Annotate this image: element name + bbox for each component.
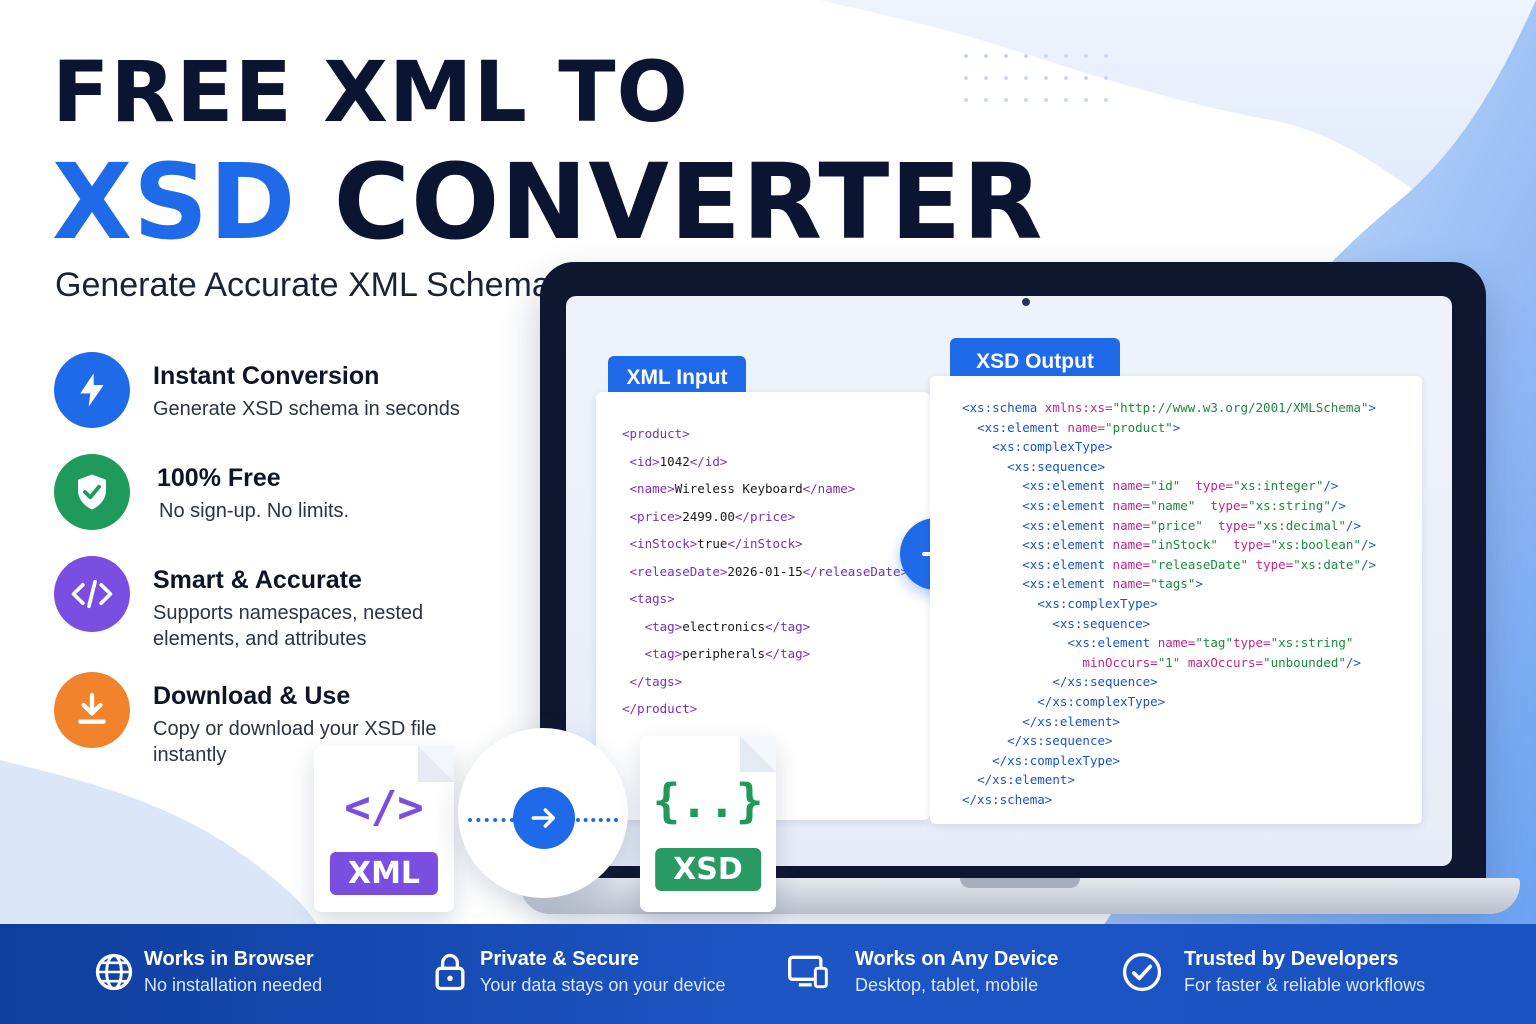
- xml-tag2-value: peripherals: [682, 646, 766, 661]
- headline-accent: XSD: [52, 141, 297, 263]
- xsd-root-name: product: [1112, 419, 1166, 435]
- xsd-field-type: xs:integer: [1240, 478, 1316, 494]
- xml-id-value: 1042: [659, 453, 690, 469]
- xsd-tag-name: tag: [1202, 635, 1226, 651]
- xsd-field-name: name: [1157, 497, 1188, 513]
- feature-smart-accurate: Smart & Accurate Supports namespaces, ne…: [54, 556, 494, 656]
- xsd-tags-name: tags: [1157, 576, 1188, 592]
- xsd-braces-glyph: {..}: [652, 774, 764, 828]
- lightning-icon: [54, 352, 130, 428]
- devices-icon: [788, 955, 828, 989]
- file-fold: [418, 746, 454, 782]
- conversion-arrow: [513, 787, 575, 849]
- feature-desc: Copy or download your XSD file instantly: [153, 718, 437, 766]
- footer-desc: Desktop, tablet, mobile: [855, 975, 1039, 995]
- xml-tag1-value: electronics: [682, 618, 766, 634]
- dotted-line-right: [576, 818, 618, 822]
- feature-download-use: Download & Use Copy or download your XSD…: [54, 672, 494, 782]
- footer-desc: No installation needed: [144, 975, 323, 995]
- feature-free: 100% Free No sign-up. No limits.: [54, 454, 494, 554]
- footer-desc: Your data stays on your device: [480, 975, 726, 995]
- feature-instant-conversion: Instant Conversion Generate XSD schema i…: [54, 352, 494, 452]
- xml-badge: XML: [329, 852, 439, 895]
- feature-desc: No sign-up. No limits.: [159, 500, 350, 522]
- xsd-field-type: xs:date: [1300, 556, 1354, 572]
- xml-price-value: 2499.00: [682, 508, 735, 524]
- footer-bar: Works in Browser No installation needed …: [0, 924, 1536, 1024]
- feature-title: Instant Conversion: [153, 362, 380, 390]
- file-fold: [740, 736, 776, 772]
- xml-releasedate-value: 2026-01-15: [727, 563, 803, 579]
- footer-title: Works on Any Device: [855, 948, 1059, 970]
- feature-desc: Generate XSD schema in seconds: [153, 398, 460, 420]
- camera-dot: [1022, 298, 1030, 306]
- xsd-field-type: xs:boolean: [1278, 537, 1354, 553]
- footer-title: Trusted by Developers: [1184, 948, 1399, 970]
- lock-icon: [435, 953, 465, 991]
- footer-title: Works in Browser: [144, 948, 314, 970]
- xsd-namespace: http://www.w3.org/2001/XMLSchema: [1120, 400, 1361, 415]
- xsd-field-name: id: [1157, 478, 1173, 494]
- xsd-output-panel[interactable]: [930, 376, 1422, 824]
- xsd-field-name: inStock: [1157, 537, 1211, 553]
- xsd-badge: XSD: [655, 848, 761, 891]
- xsd-field-name: releaseDate: [1157, 556, 1241, 572]
- xml-input-code[interactable]: <product> <id>1042</id> <name>Wireless K…: [622, 426, 908, 716]
- feature-title: Download & Use: [153, 682, 351, 710]
- xsd-file-card: {..} XSD: [640, 736, 776, 912]
- code-icon: [54, 556, 130, 632]
- globe-icon: [95, 953, 133, 991]
- xml-instock-value: true: [697, 536, 728, 551]
- xsd-tag-type: xs:string: [1278, 635, 1346, 651]
- xml-code-glyph: </>: [344, 782, 424, 833]
- headline-line-2: XSD CONVERTER: [52, 150, 1043, 254]
- xsd-field-name: price: [1157, 517, 1196, 533]
- xsd-max-occurs: unbounded: [1270, 654, 1339, 670]
- dotted-line-left: [468, 818, 514, 822]
- headline-rest: CONVERTER: [333, 141, 1044, 263]
- xml-file-card: </> XML: [314, 746, 454, 912]
- laptop-notch: [960, 878, 1080, 888]
- feature-desc: Supports namespaces, nested elements, an…: [153, 602, 424, 650]
- shield-check-icon: [54, 454, 130, 530]
- download-icon: [54, 672, 130, 748]
- xsd-field-type: xs:decimal: [1263, 517, 1339, 533]
- footer-desc: For faster & reliable workflows: [1184, 975, 1426, 995]
- feature-title: Smart & Accurate: [153, 566, 362, 594]
- xsd-output-code[interactable]: <xs:schema xmlns:xs="http://www.w3.org/2…: [962, 400, 1377, 807]
- feature-title: 100% Free: [157, 464, 281, 492]
- xsd-field-type: xs:string: [1255, 497, 1324, 513]
- check-circle-icon: [1122, 952, 1162, 992]
- xsd-min-occurs: 1: [1165, 654, 1173, 670]
- headline-line-1: FREE XML TO: [52, 43, 689, 141]
- arrow-right-icon: [531, 808, 556, 828]
- footer-title: Private & Secure: [480, 948, 639, 970]
- xml-name-value: Wireless Keyboard: [674, 481, 803, 496]
